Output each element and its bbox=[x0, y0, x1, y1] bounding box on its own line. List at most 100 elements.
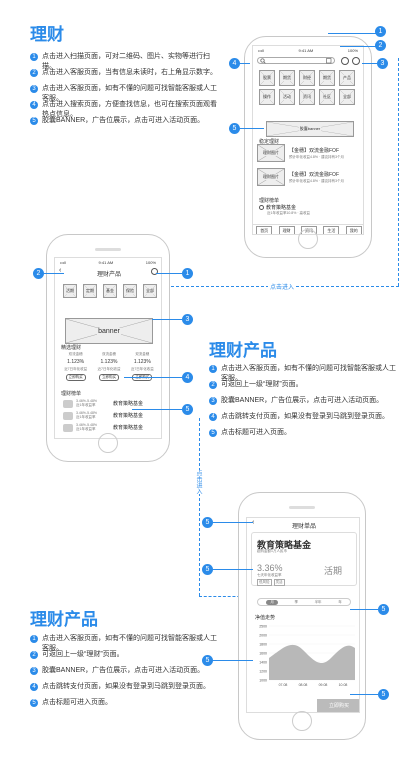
category-item[interactable]: 财经 bbox=[299, 70, 315, 86]
product-image[interactable]: 理财图片 bbox=[257, 144, 285, 162]
product-tabs: 活期定期基金保险全部 bbox=[63, 284, 157, 298]
rank-title: 理财榜单 bbox=[259, 198, 280, 204]
fund-title[interactable]: 教育策略基金 bbox=[257, 540, 312, 550]
rank-rate: 3.46%-5.48% bbox=[76, 423, 98, 427]
note-number: 1 bbox=[30, 635, 38, 643]
nav-item[interactable]: 首页 bbox=[256, 225, 273, 234]
period-tab[interactable]: 月 bbox=[266, 599, 278, 605]
product-tab[interactable]: 定期 bbox=[83, 284, 97, 298]
product-tab[interactable]: 活期 bbox=[63, 284, 77, 298]
nav-item[interactable]: 理财 bbox=[278, 225, 295, 234]
y-tick-label: 1400 bbox=[259, 661, 267, 665]
category-item[interactable]: 全部 bbox=[339, 89, 355, 105]
product-name[interactable]: 【金穗】双流金融FOF bbox=[289, 148, 339, 154]
page-title: 理财单品 bbox=[291, 524, 316, 530]
note-text: 可返回上一级“理财”页面。 bbox=[42, 651, 124, 658]
category-item[interactable]: 活动 bbox=[279, 89, 295, 105]
category-item[interactable]: 操作 bbox=[259, 89, 275, 105]
home-button bbox=[98, 433, 118, 453]
rank-thumb bbox=[63, 411, 73, 420]
rank-row[interactable]: 3.46%-5.48%近1年收益率教育策略基金 bbox=[63, 423, 159, 432]
screen-single-product: ‹ 理财单品 教育策略基金 起购金额1万人民币 3.36% 七天年化收益率 低风… bbox=[246, 517, 360, 713]
category-item[interactable]: 期货 bbox=[319, 70, 335, 86]
category-item[interactable]: 资讯 bbox=[299, 89, 315, 105]
rank-name[interactable]: 教育策略基金 bbox=[113, 413, 144, 419]
note-number: 2 bbox=[209, 381, 217, 389]
note-number: 5 bbox=[209, 429, 217, 437]
note-4: 4 点击跳转支付页面，如果没有登录到马跳到登录页面。 bbox=[30, 682, 220, 692]
note-number: 4 bbox=[30, 683, 38, 691]
fund-tags: 低风险灵活 bbox=[257, 579, 285, 586]
link-label-enter-2: 点击进入 bbox=[194, 470, 203, 494]
period-tab[interactable]: 季 bbox=[294, 599, 298, 604]
card-rate: 1.123% bbox=[100, 359, 118, 365]
category-item[interactable]: 股票 bbox=[259, 70, 275, 86]
category-item[interactable]: 产品 bbox=[339, 70, 355, 86]
note-text: 胶囊BANNER，广告位展示，点击可进入活动页面。 bbox=[42, 667, 205, 674]
category-item[interactable]: 期货 bbox=[279, 70, 295, 86]
rank-rate-col: 3.46%-5.48%近1年收益率 bbox=[76, 411, 110, 420]
message-icon[interactable] bbox=[341, 57, 349, 65]
card-rate: 1.123% bbox=[67, 359, 85, 365]
rate-label: 七天年化收益率 bbox=[257, 573, 282, 577]
rank-item[interactable]: 教育策略基金 bbox=[259, 204, 296, 211]
x-tick-label: 08.08 bbox=[299, 683, 308, 687]
rank-rate: 3.46%-5.48% bbox=[76, 411, 98, 415]
note-number: 2 bbox=[30, 69, 38, 77]
note-text: 点击进入客服页面，如有不懂的问题可找智能客服或人工客服。 bbox=[42, 85, 217, 102]
fund-card[interactable]: 教育策略基金 起购金额1万人民币 3.36% 七天年化收益率 低风险灵活 活期 bbox=[251, 532, 357, 586]
rank-name[interactable]: 教育策略基金 bbox=[113, 401, 144, 407]
product-tab[interactable]: 全部 bbox=[143, 284, 157, 298]
section1-title: 理财 bbox=[30, 25, 64, 44]
y-tick-label: 1200 bbox=[259, 670, 267, 674]
rank-row[interactable]: 3.46%-5.48%近1年收益率教育策略基金 bbox=[63, 411, 159, 420]
note-text: 点击进入客服页面，如有不懂的问题可找智能客服或人工客服。 bbox=[42, 635, 217, 652]
rank-rate-sub: 近1年收益率 bbox=[76, 415, 96, 419]
card-name: 双流金穗 bbox=[135, 352, 150, 356]
note-1: 1 点击进入客服页面，如有不懂的问题可找智能客服或人工客服。 bbox=[30, 634, 220, 654]
product-tab[interactable]: 基金 bbox=[103, 284, 117, 298]
banner[interactable]: banner bbox=[65, 318, 153, 344]
rank-rate: 3.46%-5.48% bbox=[76, 399, 98, 403]
product-tab[interactable]: 保险 bbox=[123, 284, 137, 298]
buy-button[interactable]: 立即购买 bbox=[98, 374, 119, 381]
note-number: 3 bbox=[30, 85, 38, 93]
service-icon[interactable] bbox=[352, 57, 360, 65]
service-icon[interactable] bbox=[151, 268, 158, 275]
note-number: 4 bbox=[209, 413, 217, 421]
y-tick-label: 1800 bbox=[259, 643, 267, 647]
back-button[interactable]: ‹ bbox=[59, 267, 62, 274]
buy-button[interactable]: 立即购买 bbox=[317, 699, 359, 712]
period-tab[interactable]: 半年 bbox=[314, 599, 322, 604]
back-button[interactable]: ‹ bbox=[252, 519, 255, 526]
note-text: 胶囊BANNER，广告位展示，点击可进入活动页面。 bbox=[42, 117, 205, 124]
rank-title: 理财榜单 bbox=[61, 391, 82, 397]
search-input[interactable] bbox=[257, 57, 335, 64]
note-text: 点击跳转支付页面，如果没有登录到马跳到登录页面。 bbox=[42, 683, 210, 690]
fund-sub: 起购金额1万人民币 bbox=[257, 549, 287, 553]
note-number: 1 bbox=[209, 365, 217, 373]
nav-item[interactable]: 生活 bbox=[323, 225, 340, 234]
capsule-banner[interactable]: 胶囊banner bbox=[266, 121, 354, 137]
rank-rate-col: 3.46%-5.48%近1年收益率 bbox=[76, 423, 110, 432]
product-image[interactable]: 理财图片 bbox=[257, 168, 285, 186]
rank-row[interactable]: 3.46%-5.48%近1年收益率教育策略基金 bbox=[63, 399, 159, 408]
nav-item[interactable]: 我的 bbox=[345, 225, 362, 234]
rank-rate-sub: 近1年收益率 bbox=[76, 427, 96, 431]
period-tab[interactable]: 年 bbox=[338, 599, 342, 604]
rank-name[interactable]: 教育策略基金 bbox=[113, 425, 144, 431]
buy-button[interactable]: 立即购买 bbox=[65, 374, 86, 381]
product-name[interactable]: 【金穗】双流金融FOF bbox=[289, 172, 339, 178]
category-item[interactable]: 社区 bbox=[319, 89, 335, 105]
y-tick-label: 2000 bbox=[259, 634, 267, 638]
scan-icon[interactable] bbox=[326, 58, 332, 64]
card-name: 双流金穗 bbox=[101, 352, 116, 356]
